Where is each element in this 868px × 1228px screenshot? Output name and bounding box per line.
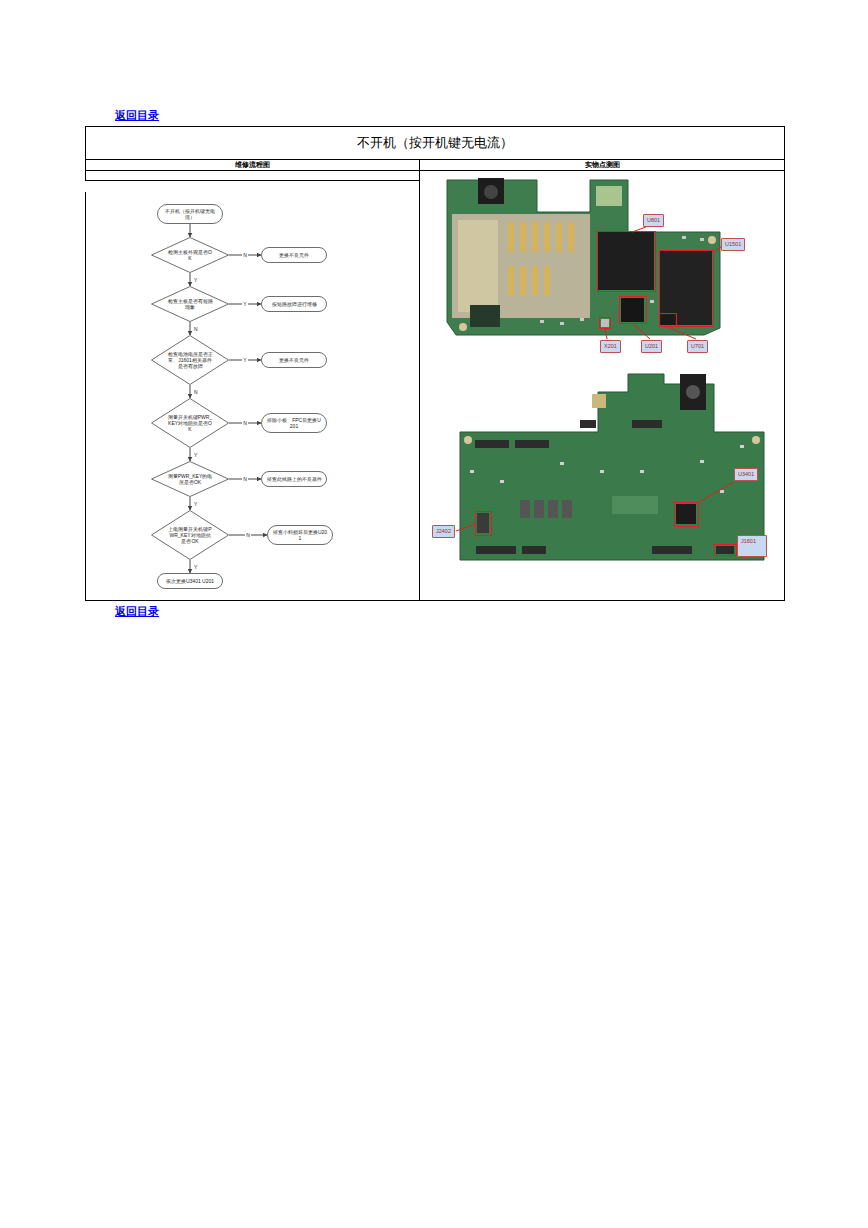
node-text: 依次更换U3401 U201: [162, 578, 218, 584]
node-text: 更换不良元件: [266, 252, 322, 258]
decision-diamond: 测量PWR_KEY的电压是否OK: [151, 461, 229, 497]
diamond-shape: [152, 399, 229, 448]
board-photo-top: [447, 178, 720, 335]
node-text: 排查此线路上的不良器件: [266, 476, 322, 482]
flow-connector: [190, 560, 191, 573]
decision-diamond: 测量开关机键PWR_KEY对地阻抗是否OK: [151, 398, 229, 448]
node-text: 不开机（按开机键无电流）: [162, 208, 218, 220]
terminal-box: 不开机（按开机键无电流）: [157, 204, 223, 224]
action-box: 按短路故障进行维修: [261, 296, 327, 312]
callout-number: J1601: [737, 535, 767, 557]
diamond-shape: [152, 462, 229, 497]
flow-connector: [190, 448, 191, 461]
action-box: 排查此线路上的不良器件: [261, 471, 327, 487]
callout-number: U1501: [721, 238, 745, 251]
edge-label: Y: [242, 301, 247, 307]
table-grid: [85, 126, 785, 601]
edge-label: N: [193, 389, 199, 395]
node-text: 测量PWR_KEY的电压是否OK: [167, 473, 213, 485]
edge-label: Y: [242, 357, 247, 363]
node-text: 排查小料损坏后更换U201: [272, 529, 328, 541]
node-text: 上电测量开关机键PWR_KEY对地阻抗是否OK: [167, 526, 213, 544]
decision-diamond: 检查主板是否有短路现象: [151, 286, 229, 322]
node-text: 按短路故障进行维修: [266, 301, 322, 307]
column-header: 维修流程图: [86, 160, 419, 170]
diamond-shape: [152, 238, 229, 273]
edge-label: N: [242, 420, 248, 426]
edge-label: N: [242, 476, 248, 482]
node-text: 更换不良元件: [266, 357, 322, 363]
flow-connector: [190, 273, 191, 286]
flow-connector: [190, 322, 191, 335]
node-text: 检查主板是否有短路现象: [167, 298, 213, 310]
diamond-shape: [152, 287, 229, 322]
terminal-box: 依次更换U3401 U201: [157, 573, 223, 589]
action-box: 排查小料损坏后更换U201: [267, 525, 333, 545]
decision-diamond: 检测主板外观是否OK: [151, 237, 229, 273]
back-link: 返回目录: [115, 108, 159, 123]
flow-connector: [190, 224, 191, 237]
diamond-shape: [152, 336, 229, 385]
callout-marks: [456, 227, 737, 556]
edge-label: N: [193, 326, 199, 332]
edge-label: Y: [193, 452, 198, 458]
edge-label: Y: [193, 501, 198, 507]
callout-number: U201: [641, 340, 662, 353]
edge-label: N: [242, 252, 248, 258]
flow-connector: [190, 497, 191, 510]
edge-label: N: [245, 532, 251, 538]
diamond-shape: [152, 511, 229, 560]
node-text: 检查电池电压是否正常、J1601相关器件是否有故障: [167, 351, 213, 369]
callout-number: J2402: [432, 525, 455, 538]
action-box: 更换不良元件: [261, 247, 327, 263]
decision-diamond: 检查电池电压是否正常、J1601相关器件是否有故障: [151, 335, 229, 385]
callout-number: U801: [643, 214, 664, 227]
flow-connector: [190, 385, 191, 398]
action-box: 排除小板、FPC后更换U201: [261, 413, 327, 433]
back-link: 返回目录: [115, 604, 159, 619]
callout-number: X201: [600, 340, 621, 353]
node-text: 检测主板外观是否OK: [167, 249, 213, 261]
board-photo-bottom: [460, 374, 764, 560]
table-title: 不开机（按开机键无电流）: [86, 127, 783, 158]
decision-diamond: 上电测量开关机键PWR_KEY对地阻抗是否OK: [151, 510, 229, 560]
callout-number: U3401: [734, 468, 758, 481]
edge-label: Y: [193, 277, 198, 283]
column-header: 实物点测图: [420, 160, 784, 170]
node-text: 测量开关机键PWR_KEY对地阻抗是否OK: [167, 414, 213, 432]
callout-number: U701: [687, 340, 708, 353]
action-box: 更换不良元件: [261, 352, 327, 368]
node-text: 排除小板、FPC后更换U201: [266, 417, 322, 429]
edge-label: Y: [193, 564, 198, 570]
